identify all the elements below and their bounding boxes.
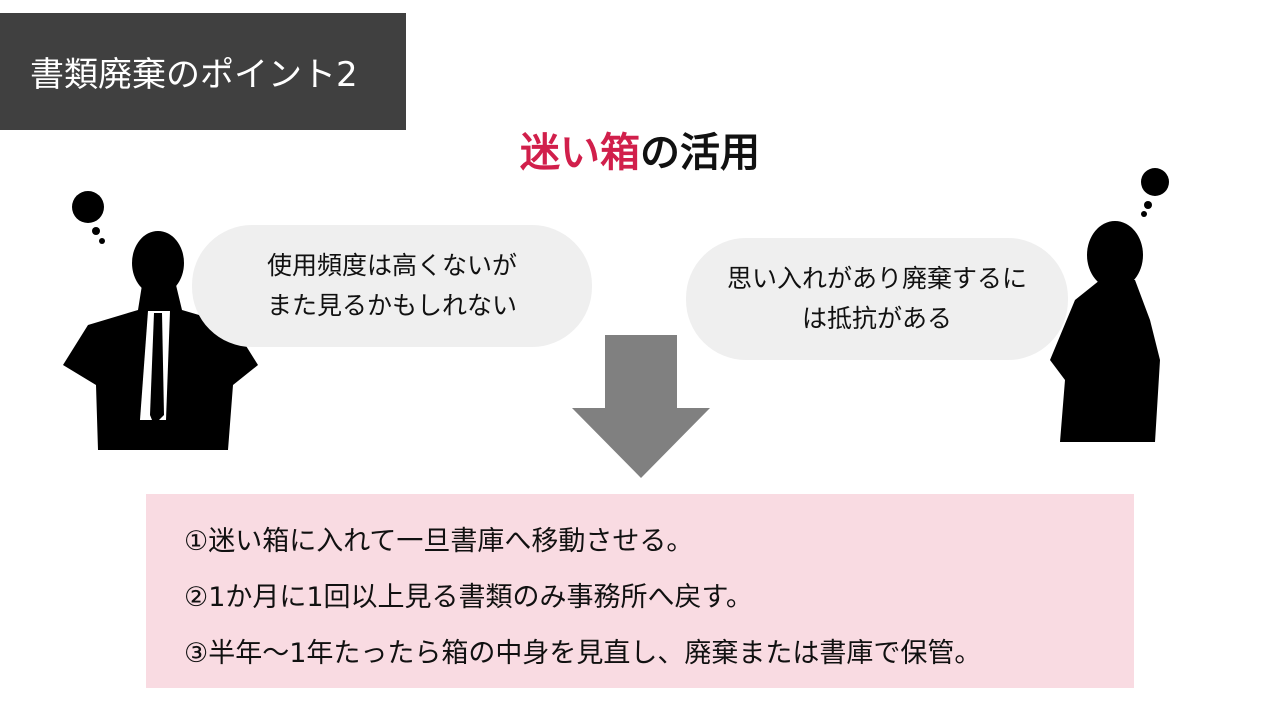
subtitle-rest: の活用	[640, 130, 760, 176]
slide-title: 書類廃棄のポイント2	[0, 13, 406, 130]
speech-bubble-left: 使用頻度は高くないが また見るかもしれない	[192, 225, 592, 347]
speech-bubble-right: 思い入れがあり廃棄するに は抵抗がある	[686, 238, 1068, 360]
steps-box: ①迷い箱に入れて一旦書庫へ移動させる。 ②1か月に1回以上見る書類のみ事務所へ戻…	[146, 494, 1134, 688]
slide-subtitle: 迷い箱の活用	[0, 120, 1280, 178]
worried-woman-icon	[1050, 168, 1169, 442]
bubble-right-line-2: は抵抗がある	[801, 304, 952, 333]
subtitle-highlight: 迷い箱	[520, 130, 640, 176]
step-2: ②1か月に1回以上見る書類のみ事務所へ戻す。	[184, 582, 753, 613]
bubble-right-line-1: 思い入れがあり廃棄するに	[726, 264, 1027, 293]
down-arrow-icon	[572, 335, 710, 478]
step-3: ③半年～1年たったら箱の中身を見直し、廃棄または書庫で保管。	[184, 638, 982, 669]
step-1: ①迷い箱に入れて一旦書庫へ移動させる。	[184, 526, 694, 557]
bubble-left-line-1: 使用頻度は高くないが	[266, 251, 517, 280]
bubble-left-line-2: また見るかもしれない	[266, 291, 517, 320]
